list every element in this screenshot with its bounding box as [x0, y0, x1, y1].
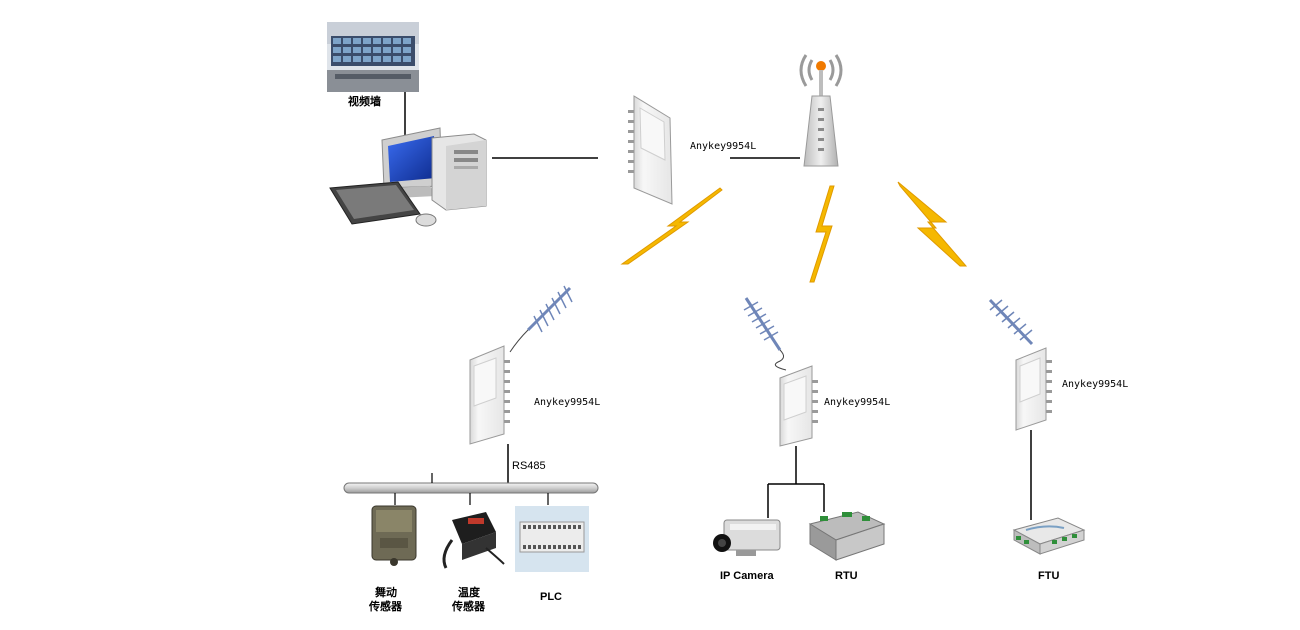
vibration-sensor-label-line2: 传感器 — [368, 599, 403, 613]
ftu-label: FTU — [1038, 570, 1059, 582]
vibration-sensor-label-line1: 舞动 — [375, 585, 397, 599]
link-router-middle-devices — [767, 446, 825, 518]
router-left-device — [469, 345, 510, 445]
ftu-icon — [1012, 517, 1086, 555]
plc-label: PLC — [540, 591, 562, 603]
wireless-signal-icon-middle — [809, 185, 835, 283]
temperature-sensor-label-line1: 温度 — [458, 585, 481, 599]
computer-icon — [329, 127, 487, 227]
router-right-label: Anykey9954L — [1062, 379, 1128, 390]
yagi-antenna-icon-left — [509, 285, 573, 353]
ip-camera-label: IP Camera — [720, 570, 774, 582]
video-wall-label: 视频墙 — [348, 94, 381, 108]
router-top-label: Anykey9954L — [690, 141, 756, 152]
router-left-label: Anykey9954L — [534, 397, 600, 408]
ip-camera-icon — [713, 519, 781, 556]
video-wall-image — [327, 22, 419, 92]
rtu-label: RTU — [835, 570, 858, 582]
plc-icon — [515, 506, 589, 572]
wireless-signal-icon-left — [620, 187, 723, 265]
temperature-sensor-label-line2: 传感器 — [451, 599, 486, 613]
yagi-antenna-icon-right — [988, 298, 1034, 346]
router-middle-device — [779, 365, 818, 447]
router-top-device — [628, 95, 673, 205]
wireless-signal-icon-right — [897, 181, 968, 267]
yagi-antenna-icon-middle — [743, 297, 787, 371]
router-middle-label: Anykey9954L — [824, 397, 890, 408]
base-station-tower-icon — [799, 54, 843, 167]
rs485-bus — [343, 473, 599, 505]
vibration-sensor-icon — [371, 505, 417, 566]
rtu-icon — [808, 511, 886, 561]
rs485-label: RS485 — [512, 460, 546, 472]
router-right-device — [1015, 347, 1052, 431]
temperature-sensor-icon — [442, 512, 505, 569]
